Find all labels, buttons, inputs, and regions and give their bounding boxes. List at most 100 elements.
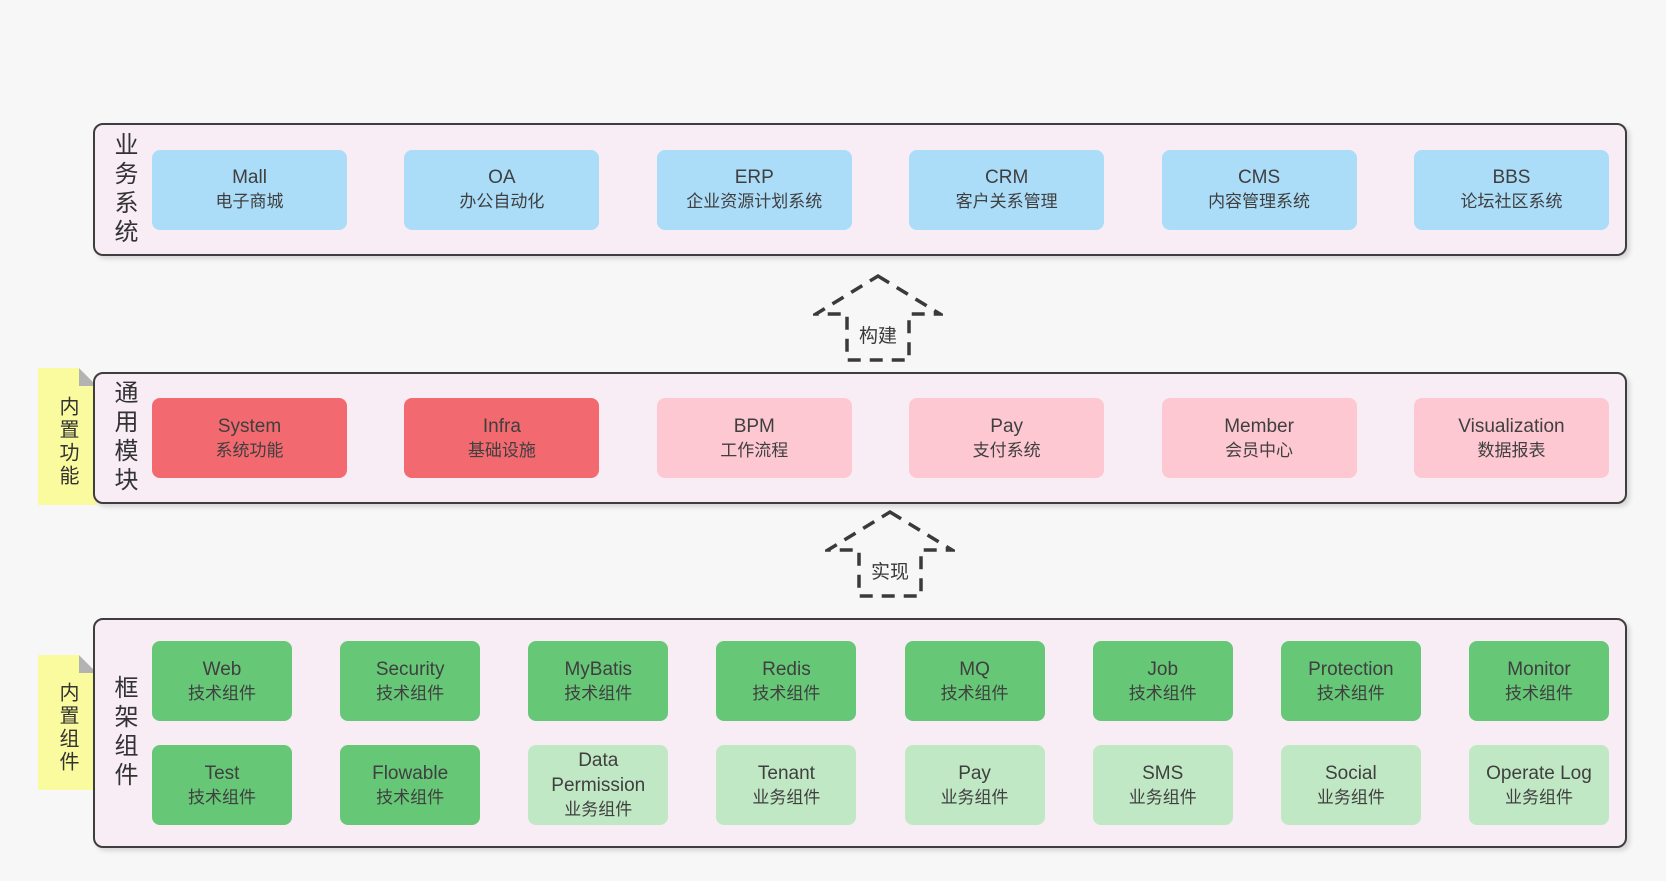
box-protection: Protection 技术组件: [1280, 641, 1421, 721]
box-name: MyBatis: [564, 658, 633, 680]
box-desc: 技术组件: [752, 683, 821, 703]
box-desc: 支付系统: [972, 440, 1041, 460]
box-name: Web: [202, 658, 242, 680]
box-desc: 客户关系管理: [955, 192, 1058, 211]
box-desc: 技术组件: [1504, 683, 1573, 703]
box-name: Social: [1324, 762, 1377, 784]
box-name: Protection: [1308, 658, 1394, 680]
box-job: Job 技术组件: [1092, 641, 1233, 721]
panel-title: 框架组件: [110, 675, 137, 791]
panel-title: 业务系统: [110, 131, 137, 248]
box-desc: 业务组件: [752, 787, 821, 807]
box-name: CMS: [1237, 167, 1281, 188]
box-name: Pay: [990, 415, 1024, 437]
panel-content: Web 技术组件 Security 技术组件 MyBatis 技术组件 Redi…: [152, 620, 1625, 846]
box-test: Test 技术组件: [152, 745, 292, 825]
box-desc: 技术组件: [564, 683, 633, 703]
box-row: System 系统功能 Infra 基础设施 BPM 工作流程 Pay 支付系统…: [152, 398, 1609, 478]
box-name: Visualization: [1458, 415, 1565, 437]
box-desc: 数据报表: [1477, 440, 1546, 460]
sticky-note-built-in-features: 内置功能: [38, 368, 97, 505]
box-desc: 技术组件: [940, 683, 1009, 703]
box-desc: 技术组件: [1316, 683, 1385, 703]
box-oa: OA 办公自动化: [404, 149, 600, 230]
box-name: BBS: [1492, 167, 1531, 188]
box-name: Data Permission: [551, 750, 646, 796]
box-desc: 电子商城: [215, 192, 284, 211]
box-desc: 企业资源计划系统: [686, 192, 823, 211]
box-desc: 系统功能: [215, 440, 284, 460]
box-erp: ERP 企业资源计划系统: [656, 149, 852, 230]
sticky-note-label: 内置功能: [56, 395, 78, 488]
panel-common-modules: 通用模块 System 系统功能 Infra 基础设施 BPM 工作流程 Pay…: [93, 372, 1627, 504]
box-name: CRM: [985, 167, 1029, 188]
box-desc: 业务组件: [564, 800, 633, 819]
box-name: Job: [1147, 658, 1179, 680]
box-monitor: Monitor 技术组件: [1468, 641, 1609, 721]
panel-framework-components: 框架组件 Web 技术组件 Security 技术组件 MyBatis 技术组件…: [93, 618, 1627, 848]
box-name: Mall: [232, 167, 267, 188]
box-name: Redis: [762, 658, 811, 680]
box-name: Security: [375, 658, 445, 680]
box-name: ERP: [734, 167, 774, 188]
panel-business-systems: 业务系统 Mall 电子商城 OA 办公自动化 ERP 企业资源计划系统 CRM…: [93, 123, 1627, 256]
box-security: Security 技术组件: [340, 641, 481, 721]
box-mall: Mall 电子商城: [152, 149, 347, 230]
box-mq: MQ 技术组件: [904, 641, 1045, 721]
arrow-label: 实现: [866, 555, 914, 586]
folded-corner-icon: [79, 368, 97, 386]
box-pay-business: Pay 业务组件: [904, 745, 1045, 825]
box-name: SMS: [1142, 762, 1184, 784]
panel-title: 通用模块: [110, 380, 137, 496]
box-desc: 技术组件: [376, 683, 445, 703]
box-system: System 系统功能: [152, 398, 347, 478]
box-desc: 技术组件: [376, 787, 445, 807]
box-redis: Redis 技术组件: [716, 641, 857, 721]
arrow-label: 构建: [854, 319, 902, 350]
box-name: Monitor: [1507, 658, 1571, 680]
box-name: Test: [204, 762, 240, 784]
box-desc: 业务组件: [1504, 787, 1573, 807]
box-web: Web 技术组件: [152, 641, 292, 721]
box-visualization: Visualization 数据报表: [1413, 398, 1609, 478]
box-mybatis: MyBatis 技术组件: [528, 641, 669, 721]
box-name: Tenant: [757, 762, 815, 784]
box-desc: 内容管理系统: [1208, 192, 1311, 211]
box-desc: 业务组件: [1316, 787, 1385, 807]
box-desc: 业务组件: [940, 787, 1009, 807]
box-operate-log: Operate Log 业务组件: [1468, 745, 1609, 825]
folded-corner-icon: [79, 655, 97, 673]
arrow-up-implement-icon: 实现: [825, 508, 955, 600]
box-bbs: BBS 论坛社区系统: [1413, 149, 1609, 230]
box-name: Operate Log: [1486, 762, 1592, 784]
box-desc: 技术组件: [188, 683, 256, 703]
sticky-note-label: 内置组件: [56, 681, 78, 774]
box-name: Pay: [958, 762, 991, 784]
box-name: Member: [1224, 415, 1294, 437]
box-desc: 基础设施: [467, 440, 536, 460]
box-social: Social 业务组件: [1280, 745, 1421, 825]
box-row: Web 技术组件 Security 技术组件 MyBatis 技术组件 Redi…: [152, 641, 1609, 721]
box-name: Flowable: [372, 762, 449, 784]
arrow-up-build-icon: 构建: [813, 272, 943, 364]
box-desc: 技术组件: [1128, 683, 1197, 703]
box-desc: 会员中心: [1225, 440, 1294, 460]
box-desc: 业务组件: [1128, 787, 1197, 807]
sticky-note-built-in-components: 内置组件: [38, 655, 97, 790]
box-row: Mall 电子商城 OA 办公自动化 ERP 企业资源计划系统 CRM 客户关系…: [152, 149, 1609, 230]
box-desc: 论坛社区系统: [1460, 192, 1563, 211]
box-cms: CMS 内容管理系统: [1161, 149, 1357, 230]
box-name: BPM: [733, 415, 775, 437]
box-tenant: Tenant 业务组件: [716, 745, 857, 825]
box-desc: 工作流程: [720, 440, 789, 460]
box-flowable: Flowable 技术组件: [340, 745, 481, 825]
box-bpm: BPM 工作流程: [656, 398, 852, 478]
box-desc: 办公自动化: [459, 192, 545, 211]
box-member: Member 会员中心: [1161, 398, 1357, 478]
box-data-permission: Data Permission 业务组件: [528, 745, 669, 825]
box-crm: CRM 客户关系管理: [909, 149, 1105, 230]
box-name: MQ: [959, 658, 990, 680]
box-name: OA: [488, 167, 516, 188]
box-sms: SMS 业务组件: [1092, 745, 1233, 825]
box-pay: Pay 支付系统: [909, 398, 1105, 478]
